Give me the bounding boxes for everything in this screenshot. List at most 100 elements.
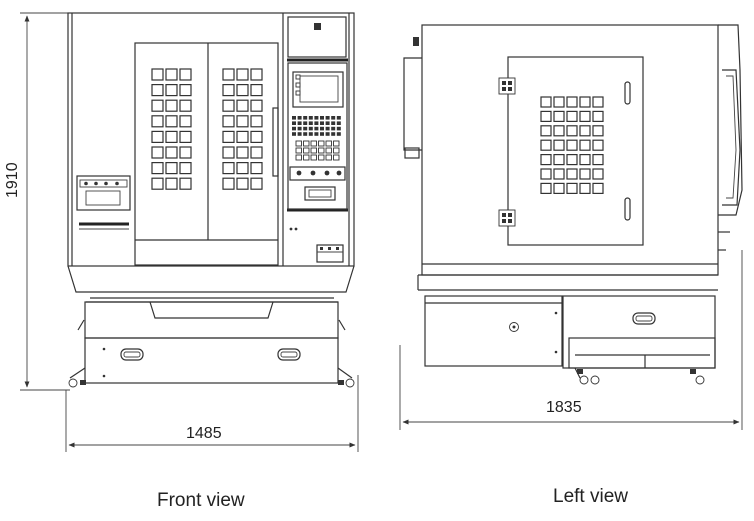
window-cell (236, 83, 249, 97)
window-cell (151, 115, 164, 128)
side-door (498, 56, 644, 246)
window-cell (165, 83, 178, 97)
keypad-key (318, 154, 325, 161)
window-cell (566, 154, 578, 166)
front-view-caption: Front view (157, 490, 245, 511)
keypad-key (336, 121, 341, 125)
keypad-key (297, 126, 302, 131)
window-cell (250, 130, 263, 143)
left-width-dimension-line (399, 250, 743, 430)
keypad-key (333, 154, 340, 161)
window-cell (151, 162, 164, 175)
window-cell (151, 99, 164, 112)
keypad-key (308, 121, 313, 125)
keypad-key (331, 126, 336, 131)
window-cell (179, 115, 192, 128)
keypad-key (308, 132, 313, 136)
window-cell (553, 182, 565, 194)
keypad-key (331, 132, 336, 136)
keypad-key (320, 121, 324, 125)
window-cell (179, 146, 192, 159)
keypad-key (292, 116, 296, 120)
front-width-dimension-line (65, 375, 359, 452)
window-cell (540, 168, 552, 180)
keypad-key (310, 140, 317, 147)
keypad-key (314, 121, 319, 125)
keypad-key (325, 154, 332, 161)
cnc-keypad (292, 116, 341, 161)
keypad-key (310, 147, 317, 154)
window-cell (553, 125, 565, 137)
keypad-key (303, 147, 310, 154)
window-cell (579, 139, 591, 151)
window-cell (165, 99, 178, 112)
front-width-dimension-label: 1485 (186, 425, 222, 442)
window-cell (222, 115, 235, 128)
keypad-key (333, 140, 340, 147)
window-cell (151, 130, 164, 143)
window-cell (236, 146, 249, 159)
window-cell (566, 182, 578, 194)
window-cell (250, 146, 263, 159)
window-cell (236, 68, 249, 81)
keypad-key (331, 116, 336, 120)
keypad-key (314, 132, 319, 136)
keypad-key (303, 121, 308, 125)
keypad-key (325, 116, 330, 120)
keypad-key (325, 147, 332, 154)
keypad-key (325, 126, 330, 131)
keypad-key (310, 154, 317, 161)
window-cell (540, 110, 552, 123)
window-cell (165, 177, 178, 190)
window-cell (592, 168, 604, 180)
keypad-key (303, 126, 308, 131)
window-cell (250, 162, 263, 175)
window-cell (179, 68, 192, 81)
control-panel (287, 16, 348, 263)
keypad-key (308, 126, 313, 131)
window-cell (592, 154, 604, 166)
cnc-screen (292, 71, 344, 108)
height-dimension-label: 1910 (4, 162, 21, 198)
keypad-key (303, 116, 308, 120)
window-cell (179, 83, 192, 97)
keypad-key (295, 147, 302, 154)
window-cell (236, 130, 249, 143)
door-window-grid-right (222, 68, 263, 190)
rear-equipment (718, 24, 743, 251)
window-cell (592, 182, 604, 194)
keypad-key (292, 132, 296, 136)
window-cell (222, 83, 235, 97)
left-view-caption: Left view (553, 486, 628, 507)
window-cell (250, 83, 263, 97)
window-cell (566, 168, 578, 180)
keypad-key (303, 132, 308, 136)
keypad-key (303, 154, 310, 161)
window-cell (165, 68, 178, 81)
window-cell (553, 139, 565, 151)
window-cell (579, 168, 591, 180)
front-view (20, 12, 359, 452)
keypad-key (325, 132, 330, 136)
keypad-key (295, 140, 302, 147)
window-cell (540, 96, 552, 108)
keypad-key (336, 126, 341, 131)
window-cell (151, 83, 164, 97)
keypad-key (325, 140, 332, 147)
keypad-key (318, 140, 325, 147)
front-doors (134, 42, 279, 266)
window-cell (222, 162, 235, 175)
keypad-key (297, 121, 302, 125)
window-cell (222, 130, 235, 143)
window-cell (579, 154, 591, 166)
window-cell (566, 96, 578, 108)
window-cell (540, 139, 552, 151)
window-cell (165, 146, 178, 159)
keypad-key (308, 116, 313, 120)
window-cell (250, 115, 263, 128)
window-cell (540, 182, 552, 194)
window-cell (222, 177, 235, 190)
keypad-key (336, 132, 341, 136)
window-cell (179, 99, 192, 112)
